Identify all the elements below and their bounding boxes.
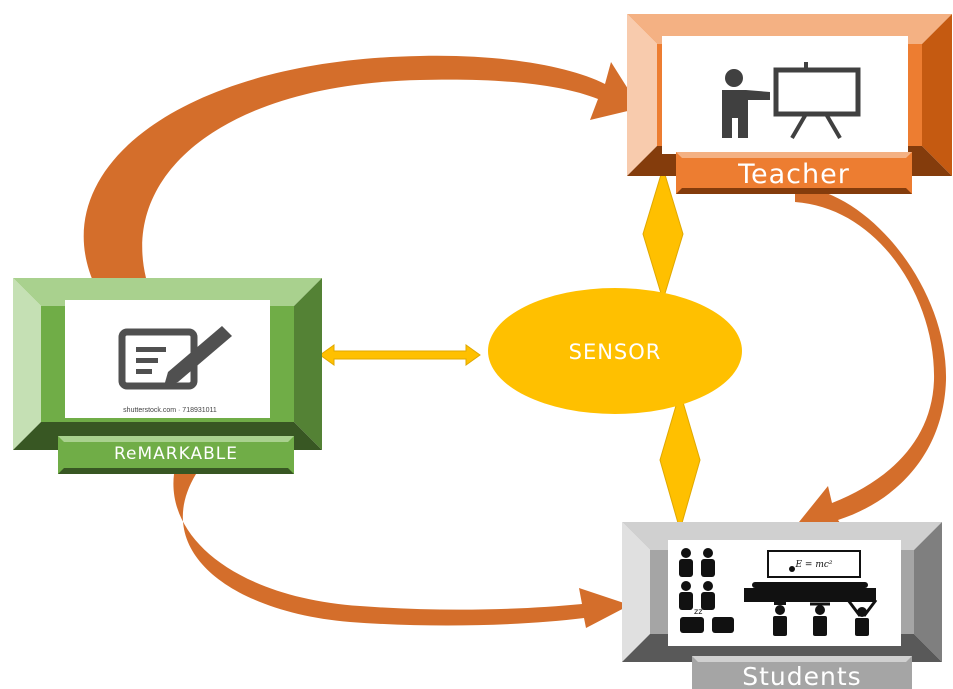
- link-remarkable-sensor: [319, 344, 481, 366]
- remarkable-label: ReMARKABLE: [114, 444, 238, 464]
- arrow-remarkable-to-students: [173, 474, 630, 628]
- sensor-label: SENSOR: [568, 340, 662, 364]
- classroom-students-icon: zz: [679, 548, 878, 636]
- remarkable-node: [13, 278, 322, 474]
- watermark-text: shutterstock.com · 718931011: [123, 407, 217, 414]
- sensor-node: [488, 288, 742, 414]
- arrow-remarkable-to-teacher: [83, 55, 641, 288]
- link-sensor-students: [659, 390, 701, 532]
- arrow-teacher-to-students: [795, 186, 947, 534]
- teacher-label: Teacher: [738, 159, 850, 190]
- students-label: Students: [742, 662, 862, 689]
- edit-note-icon: [118, 326, 232, 390]
- svg-text:zz: zz: [694, 607, 702, 616]
- teacher-presentation-icon: [722, 62, 861, 140]
- board-formula: E = mc²: [794, 560, 832, 570]
- teacher-node: [627, 14, 952, 194]
